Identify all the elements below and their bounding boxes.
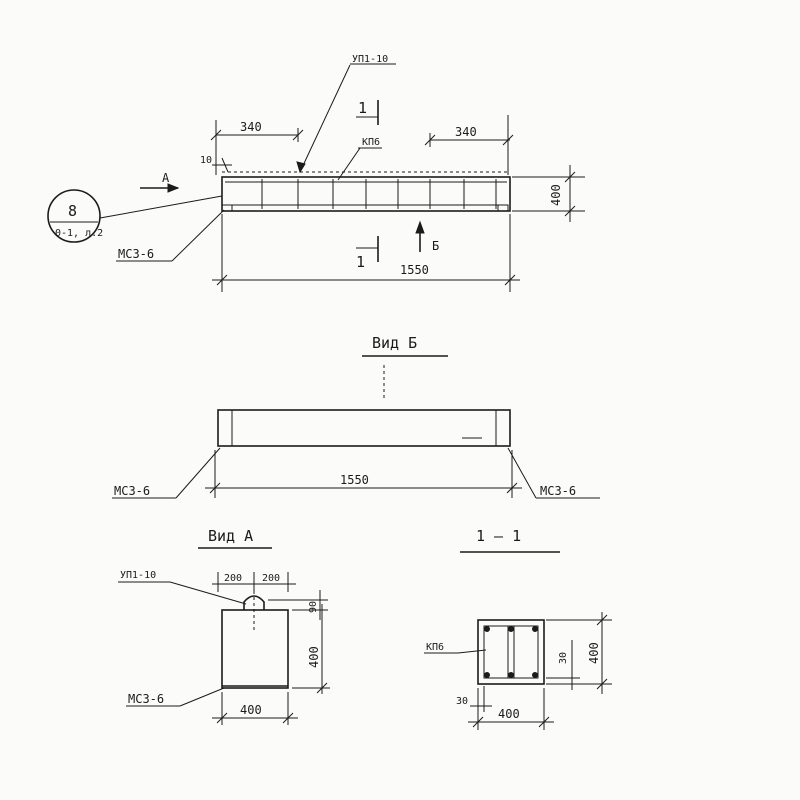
dim-90: 90 <box>308 601 319 613</box>
dim-10: 10 <box>200 155 212 166</box>
label-kp6-section: КП6 <box>426 642 444 653</box>
dim-200-right: 200 <box>262 573 280 584</box>
section-mark-bottom: 1 <box>356 253 365 271</box>
beam-plan-outline <box>217 409 511 447</box>
dim-340-left: 340 <box>240 120 262 134</box>
stirrups <box>261 179 497 209</box>
dim-1550-view-b: 1550 <box>340 473 369 487</box>
dim-400-section-width: 400 <box>498 707 520 721</box>
view-b-title: Вид Б <box>372 334 417 352</box>
label-mc3-6-top: МС3-6 <box>118 247 154 261</box>
dim-400-view-a-height: 400 <box>307 646 321 668</box>
label-up1-10: УП1-10 <box>352 54 388 65</box>
label-mc3-6-view-a: МС3-6 <box>128 692 164 706</box>
label-kp6: КП6 <box>362 137 380 148</box>
end-face-outline <box>221 609 289 689</box>
dim-30-right: 30 <box>558 652 569 664</box>
dim-200-left: 200 <box>224 573 242 584</box>
view-b-mark: Б <box>432 239 439 253</box>
dim-400-height: 400 <box>549 184 563 206</box>
label-mc3-6-right: МС3-6 <box>540 484 576 498</box>
elevation-view: 340 340 10 УП1-10 1 КП6 400 А <box>47 54 585 292</box>
section-mark-top: 1 <box>358 99 367 117</box>
lifting-loop <box>243 595 265 610</box>
embedded-plate-left <box>221 204 233 212</box>
dim-400-view-a-width: 400 <box>240 703 262 717</box>
dim-30-bottom: 30 <box>456 696 468 707</box>
dim-340-right: 340 <box>455 125 477 139</box>
label-up1-10-view-a: УП1-10 <box>120 570 156 581</box>
node-callout-circle <box>47 189 101 243</box>
section-title: 1 — 1 <box>476 527 521 545</box>
view-a-title: Вид А <box>208 527 253 545</box>
view-a-mark: А <box>162 171 170 185</box>
section-1-1: 1 — 1 КП6 30 400 30 <box>424 527 612 730</box>
node-sheet: 0-1, л.2 <box>55 228 103 239</box>
label-mc3-6-left: МС3-6 <box>114 484 150 498</box>
dim-1550-top: 1550 <box>400 263 429 277</box>
section-cage <box>483 625 539 679</box>
leader-node <box>99 195 223 219</box>
embedded-plate-right <box>497 204 509 212</box>
beam-outline <box>221 176 511 212</box>
view-b: Вид Б 1550 МС3-6 МС3-6 <box>112 334 600 499</box>
leader-up1-10 <box>299 64 351 173</box>
dim-400-section-height: 400 <box>587 642 601 664</box>
node-number: 8 <box>68 202 77 220</box>
view-a: Вид А 200 200 УП1-10 90 400 <box>118 527 330 725</box>
section-outline <box>477 619 545 685</box>
